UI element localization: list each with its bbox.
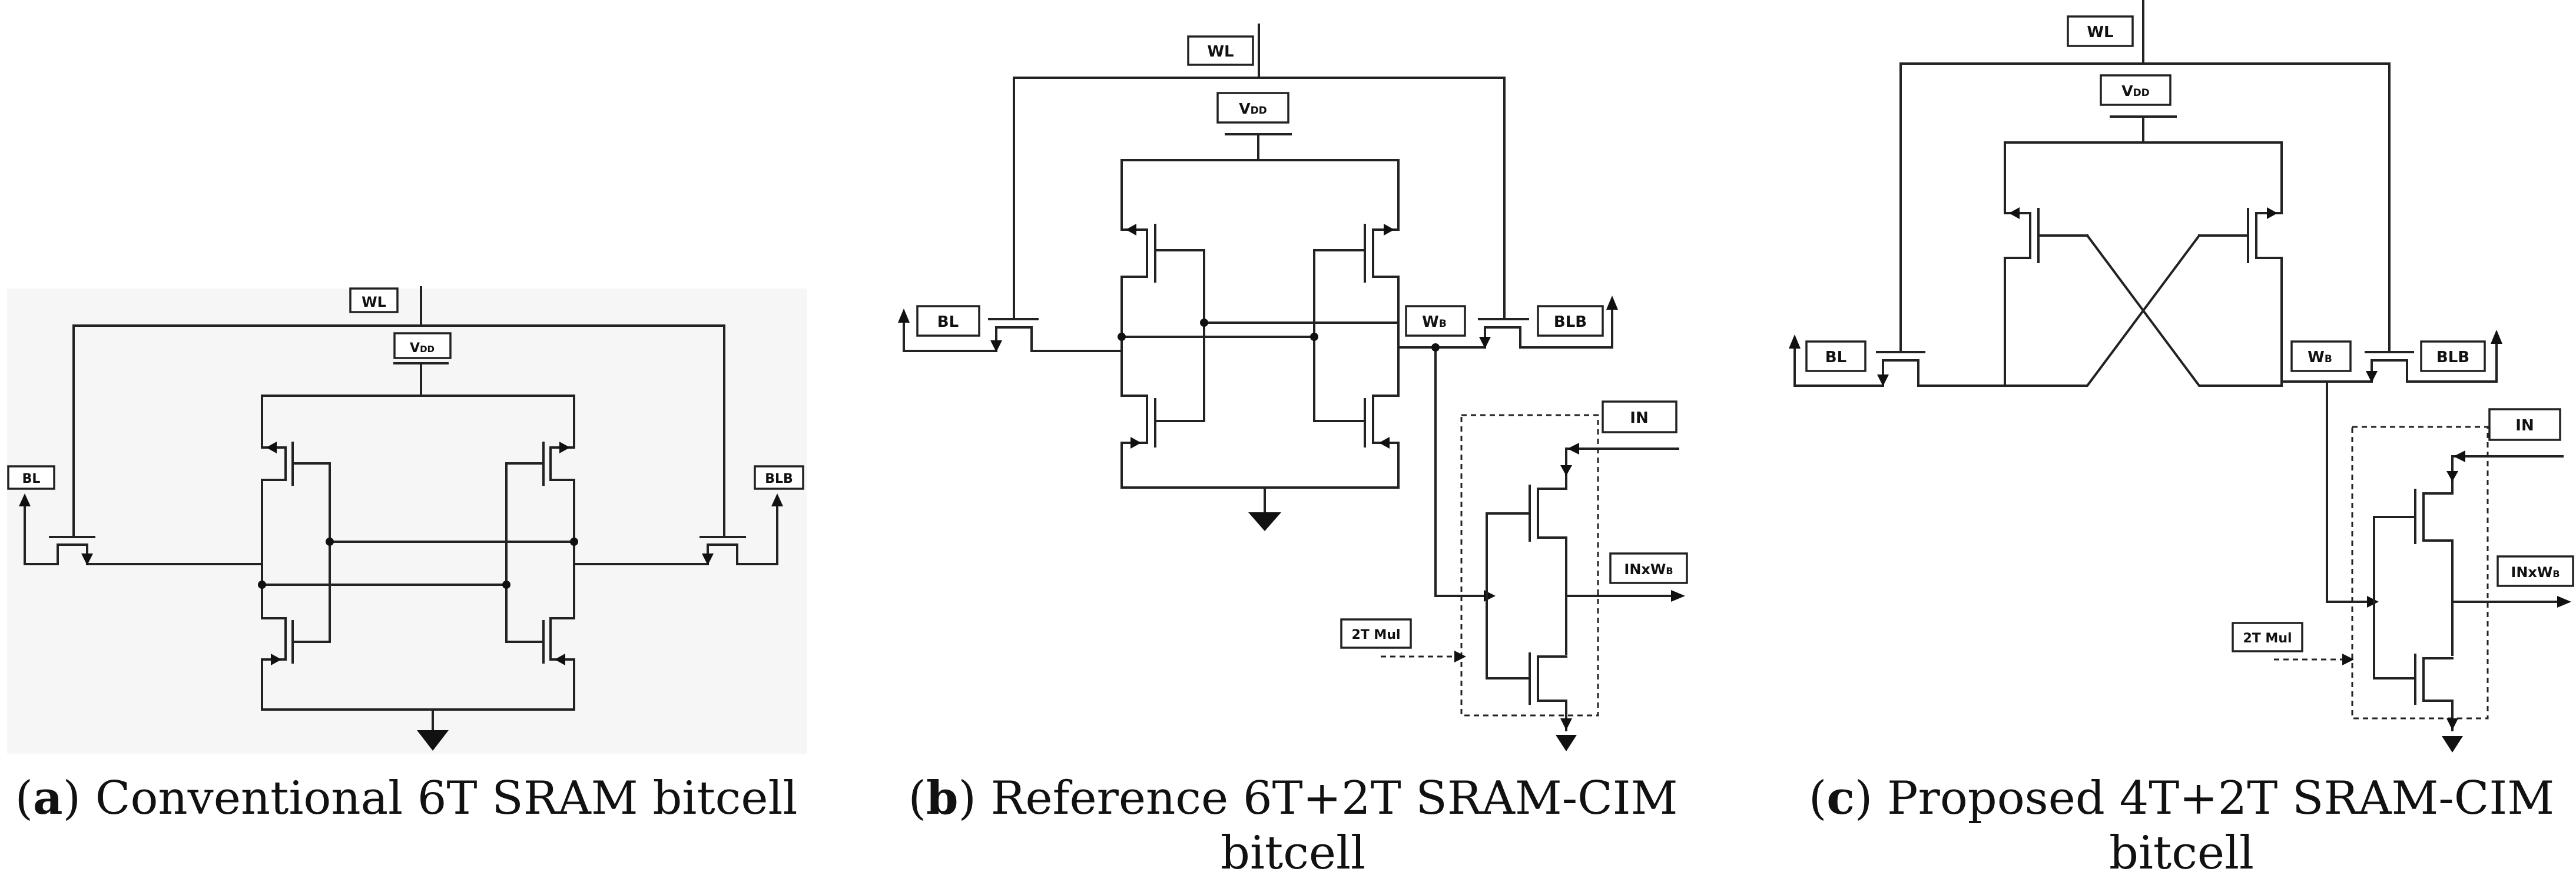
access-transistor-left-b (898, 309, 1123, 352)
bl-label-box-b (916, 305, 980, 337)
bl-label-box-c (1805, 340, 1866, 372)
out-label-c: INxWB (2511, 564, 2560, 581)
blb-label-b: BLB (1554, 313, 1587, 331)
wl-label-a: WL (362, 294, 386, 310)
in-label-box-c (2488, 408, 2561, 441)
ground-symbol-b (1248, 512, 1281, 531)
cross-wire-1-c (2086, 234, 2283, 387)
cross-wire-2-c (2004, 234, 2201, 387)
wl-label-box-a (349, 287, 399, 313)
mul-label-box-c (2232, 622, 2303, 652)
multiplier-box-b (1460, 414, 1599, 717)
pmos-left-c (2004, 207, 2088, 263)
vdd-label-box-c (2100, 74, 2171, 106)
wb-label-b: WB (1422, 313, 1447, 331)
pmos-right-a (505, 442, 575, 486)
ground-symbol-a (417, 730, 449, 751)
in-label-b: IN (1630, 409, 1648, 427)
out-label-box-b (1609, 552, 1688, 584)
blb-label-box-a (754, 465, 804, 490)
pmos-right-b (1313, 224, 1400, 283)
blb-label-box-b (1537, 305, 1604, 337)
wl-label-b: WL (1207, 43, 1234, 61)
bl-label-box-a (7, 465, 55, 490)
nmos-right-a (505, 617, 575, 665)
caption-a: (a) Conventional 6T SRAM bitcell (15, 771, 798, 825)
out-label-b: INxWB (1624, 561, 1673, 578)
bl-label-b: BL (937, 313, 959, 331)
pmos-left-b (1120, 224, 1205, 283)
panel-b-reference-6t2t: WL VDD BL BLB WB IN INxWB 2T Mul (898, 24, 1688, 751)
pmos-left-a (261, 442, 331, 486)
wb-label-box-b (1405, 305, 1466, 337)
mul-label-box-b (1340, 618, 1412, 649)
wl-label-c: WL (2087, 24, 2113, 41)
access-transistor-right-c (2280, 330, 2502, 383)
mul-label-b: 2T Mul (1351, 628, 1400, 642)
access-transistor-right-a (573, 493, 783, 565)
wl-label-box-b (1187, 35, 1254, 66)
bl-label-c: BL (1825, 349, 1846, 366)
pmos-right-c (2198, 207, 2283, 263)
wb-label-box-c (2290, 340, 2352, 372)
nmos-left-b (1120, 395, 1205, 449)
panel-a-conventional-6t: WL VDD BL BLB (7, 286, 807, 754)
mul-label-c: 2T Mul (2243, 631, 2292, 646)
in-label-box-b (1602, 400, 1677, 433)
access-transistor-right-b (1397, 296, 1618, 349)
blb-label-box-c (2420, 340, 2486, 372)
in-label-c: IN (2515, 417, 2534, 435)
out-label-box-c (2497, 555, 2574, 587)
caption-c-line2: bitcell (2109, 827, 2254, 880)
wb-label-c: WB (2308, 349, 2332, 366)
nmos-right-b (1313, 395, 1400, 449)
bl-label-a: BL (22, 472, 41, 486)
access-transistor-left-c (1789, 334, 2006, 387)
caption-b-line2: bitcell (1221, 827, 1365, 880)
wl-label-box-c (2067, 15, 2134, 47)
blb-label-a: BLB (765, 472, 793, 486)
blb-label-c: BLB (2436, 349, 2469, 366)
vdd-label-box-b (1216, 92, 1289, 124)
vdd-label-a: VDD (410, 341, 435, 356)
nmos-left-a (261, 617, 331, 665)
multiplier-2t-c (2351, 426, 2571, 753)
multiplier-2t-b (1460, 414, 1685, 751)
panel-c-proposed-4t2t: WL VDD BL BLB WB IN INxWB 2T Mul (1789, 0, 2574, 753)
vdd-label-box-a (393, 332, 452, 359)
access-transistor-left-a (19, 493, 263, 565)
caption-b: (b) Reference 6T+2T SRAM-CIM (909, 771, 1678, 825)
vdd-label-c: VDD (2121, 82, 2150, 100)
multiplier-box-c (2351, 426, 2489, 720)
panel-a-background (7, 289, 807, 754)
vdd-label-b: VDD (1239, 100, 1267, 117)
caption-c: (c) Proposed 4T+2T SRAM-CIM (1809, 771, 2554, 825)
